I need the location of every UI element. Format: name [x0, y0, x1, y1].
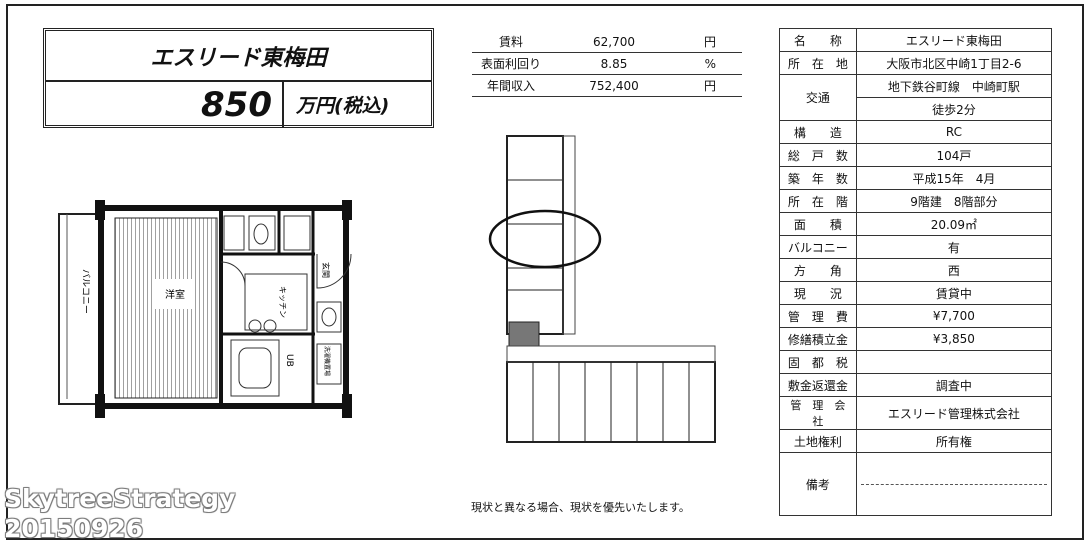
spec-label: 土地権利 [779, 429, 857, 453]
spec-value: 平成15年 4月 [855, 166, 1053, 190]
spec-value: ¥7,700 [855, 304, 1053, 328]
title-box: エスリード東梅田 850 万円(税込) [43, 28, 434, 128]
spec-value: 西 [855, 258, 1053, 282]
spec-label: 名 称 [779, 28, 857, 52]
disclaimer-note: 現状と異なる場合、現状を優先いたします。 [471, 501, 690, 514]
spec-label: 総 戸 数 [779, 143, 857, 167]
spec-value: ¥3,850 [855, 327, 1053, 351]
spec-row: 固 都 税 [779, 350, 1053, 374]
spec-label: 所 在 階 [779, 189, 857, 213]
finance-row: 年間収入 752,400 円 [472, 74, 742, 97]
finance-label: 賃料 [472, 31, 550, 53]
spec-label: 固 都 税 [779, 350, 857, 374]
spec-value: 有 [855, 235, 1053, 259]
spec-label: 面 積 [779, 212, 857, 236]
spec-label: 修繕積立金 [779, 327, 857, 351]
spec-table: 名 称 エスリード東梅田 所 在 地 大阪市北区中崎1丁目2-6 交通 地下鉄谷… [779, 28, 1053, 516]
spec-value: 徒歩2分 [855, 97, 1053, 121]
spec-row: 修繕積立金¥3,850 [779, 327, 1053, 351]
spec-label: 現 況 [779, 281, 857, 305]
sheet-frame [6, 4, 1084, 540]
spec-value: 大阪市北区中崎1丁目2-6 [855, 51, 1053, 75]
spec-value: 地下鉄谷町線 中崎町駅 [855, 74, 1053, 98]
spec-row: 交通 地下鉄谷町線 中崎町駅 [779, 74, 1053, 121]
remarks-value [855, 452, 1053, 516]
spec-label: 構 造 [779, 120, 857, 144]
spec-value: 調査中 [855, 373, 1053, 397]
bath-label: UB [284, 354, 294, 367]
spec-label: 管 理 費 [779, 304, 857, 328]
spec-label: 交通 [779, 74, 857, 121]
spec-value: エスリード管理株式会社 [855, 396, 1053, 430]
spec-row: 管 理 会 社エスリード管理株式会社 [779, 396, 1053, 430]
spec-label: 敷金返還金 [779, 373, 857, 397]
finance-table: 賃料 62,700 円 表面利回り 8.85 % 年間収入 752,400 円 [472, 31, 742, 97]
spec-label: 築 年 数 [779, 166, 857, 190]
spec-row: 名 称 エスリード東梅田 [779, 28, 1053, 52]
finance-value: 62,700 [550, 31, 678, 53]
price: 850 [46, 82, 284, 127]
building-key-plan [488, 135, 716, 443]
spec-value: 9階建 8階部分 [855, 189, 1053, 213]
spec-label: 方 角 [779, 258, 857, 282]
spec-value: 104戸 [855, 143, 1053, 167]
finance-value: 8.85 [550, 52, 678, 75]
balcony-label: バルコニー [80, 269, 91, 314]
property-title: エスリード東梅田 [46, 31, 431, 82]
finance-unit: 円 [678, 31, 742, 53]
spec-label: 管 理 会 社 [779, 396, 857, 430]
spec-value: 賃貸中 [855, 281, 1053, 305]
finance-row: 表面利回り 8.85 % [472, 52, 742, 75]
watermark-line1: SkytreeStrategy [4, 484, 236, 513]
spec-row: 敷金返還金調査中 [779, 373, 1053, 397]
spec-label: バルコニー [779, 235, 857, 259]
finance-unit: 円 [678, 74, 742, 97]
spec-value: 所有権 [855, 429, 1053, 453]
spec-row: バルコニー有 [779, 235, 1053, 259]
spec-row: 備考 [779, 452, 1053, 516]
finance-unit: % [678, 52, 742, 75]
room-label: 洋室 [165, 288, 185, 301]
price-unit: 万円(税込) [296, 95, 390, 117]
spec-value: RC [855, 120, 1053, 144]
kitchen-label: キッチン [278, 286, 287, 318]
wash-label: 洗濯機置場 [323, 346, 331, 376]
spec-row: 現 況賃貸中 [779, 281, 1053, 305]
spec-row: 築 年 数平成15年 4月 [779, 166, 1053, 190]
spec-row: 所 在 地 大阪市北区中崎1丁目2-6 [779, 51, 1053, 75]
watermark-line2: 20150926 [4, 514, 144, 543]
spec-label: 備考 [779, 452, 857, 516]
finance-label: 表面利回り [472, 52, 550, 75]
spec-value [855, 350, 1053, 374]
finance-row: 賃料 62,700 円 [472, 31, 742, 53]
unit-highlight-ellipse [488, 209, 602, 269]
spec-row: 管 理 費¥7,700 [779, 304, 1053, 328]
unit-floor-plan: バルコニー 洋室 キッチン 玄関 UB 洗濯機置場 [58, 200, 352, 418]
spec-value: 20.09㎡ [855, 212, 1053, 236]
spec-row: 土地権利所有権 [779, 429, 1053, 453]
spec-label: 所 在 地 [779, 51, 857, 75]
spec-row: 方 角西 [779, 258, 1053, 282]
entrance-label: 玄関 [321, 262, 331, 278]
finance-label: 年間収入 [472, 74, 550, 97]
spec-value: エスリード東梅田 [855, 28, 1053, 52]
finance-value: 752,400 [550, 74, 678, 97]
